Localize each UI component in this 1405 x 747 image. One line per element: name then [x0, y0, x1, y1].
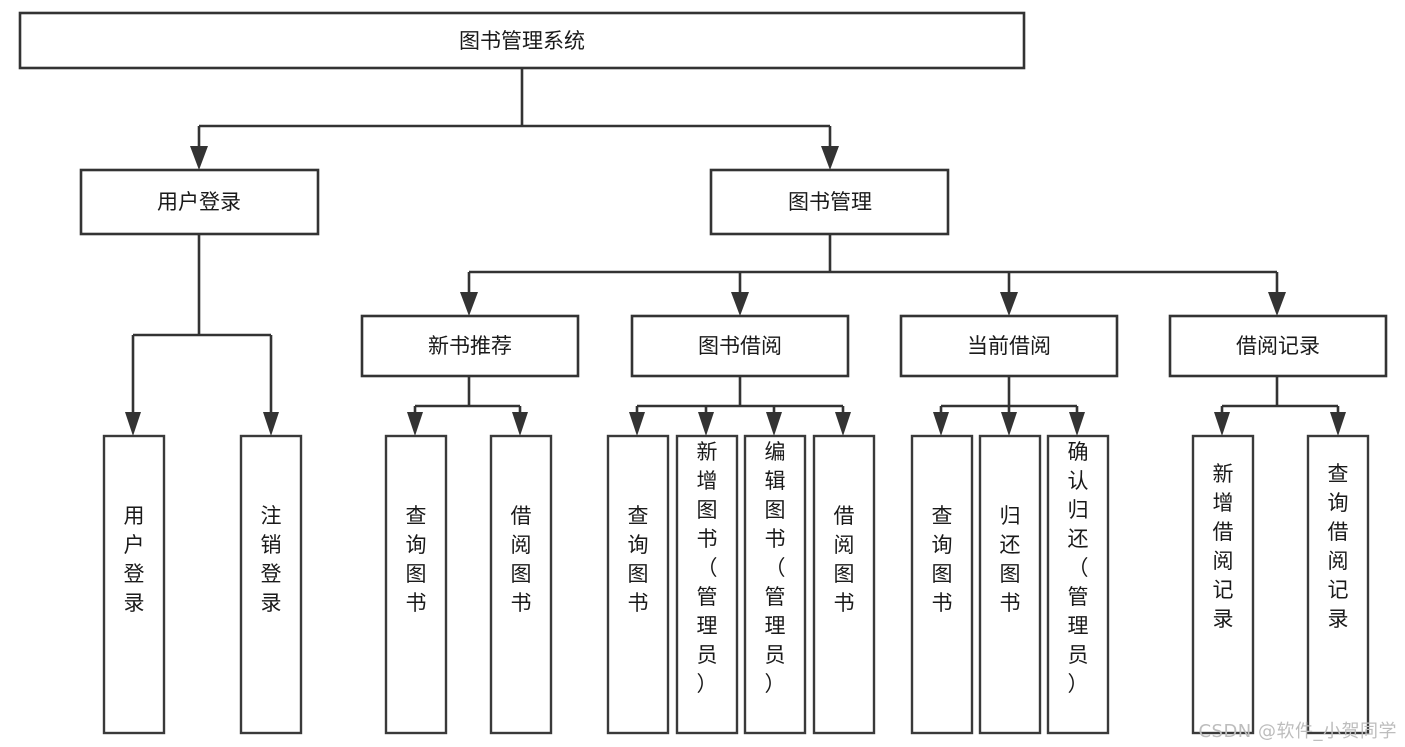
arrowhead-leaf-query-book-3 [933, 412, 949, 436]
leaf-query-book-2-box[interactable] [606, 434, 670, 735]
arrowhead-new-book-recommend [460, 292, 478, 316]
node-current-borrow-box[interactable] [899, 314, 1119, 378]
node-borrow-record-box[interactable] [1168, 314, 1388, 378]
csdn-watermark: CSDN @软件_小贺同学 [1198, 721, 1397, 742]
arrowhead-book-borrow [731, 292, 749, 316]
leaf-query-book-2[interactable]: 查询图书 [606, 434, 670, 735]
leaf-user-login-box[interactable] [102, 434, 166, 735]
node-root-box[interactable] [18, 11, 1026, 70]
leaf-add-book-box[interactable] [675, 434, 739, 735]
node-book-borrow[interactable]: 图书借阅 [630, 314, 850, 378]
node-book-borrow-label: 图书借阅 [698, 334, 782, 358]
leaf-query-record-label: 查询借阅记录 [1328, 462, 1349, 631]
connectors-new-book-recommend [407, 376, 528, 436]
arrowhead-leaf-query-book-2 [629, 412, 645, 436]
arrowhead-leaf-confirm-return [1069, 412, 1085, 436]
leaf-edit-book[interactable]: 编辑图书（管理员） [743, 434, 807, 735]
connectors-current-borrow [933, 376, 1085, 436]
leaf-borrow-book-1-box[interactable] [489, 434, 553, 735]
leaf-confirm-return-box[interactable] [1046, 434, 1110, 735]
node-borrow-record[interactable]: 借阅记录 [1168, 314, 1388, 378]
leaf-logout-login[interactable]: 注销登录 [239, 434, 303, 735]
leaf-borrow-book-2[interactable]: 借阅图书 [812, 434, 876, 735]
leaf-return-book-box[interactable] [978, 434, 1042, 735]
node-root-label: 图书管理系统 [459, 29, 585, 53]
arrowhead-user-login [190, 146, 208, 170]
arrowhead-leaf-return-book [1001, 412, 1017, 436]
leaf-borrow-book-2-label: 借阅图书 [834, 504, 855, 615]
node-new-book-recommend-label: 新书推荐 [428, 334, 512, 358]
node-new-book-recommend-box[interactable] [360, 314, 580, 378]
leaf-edit-book-box[interactable] [743, 434, 807, 735]
node-user-login[interactable]: 用户登录 [79, 168, 320, 236]
connectors-user-login [125, 234, 279, 436]
leaf-add-book[interactable]: 新增图书（管理员） [675, 434, 739, 735]
node-new-book-recommend[interactable]: 新书推荐 [360, 314, 580, 378]
connectors-root [190, 68, 839, 170]
arrowhead-book-management [821, 146, 839, 170]
arrowhead-current-borrow [1000, 292, 1018, 316]
leaf-query-book-2-label: 查询图书 [628, 504, 649, 615]
leaf-add-record[interactable]: 新增借阅记录 [1191, 434, 1255, 735]
leaf-return-book-label: 归还图书 [1000, 504, 1021, 615]
node-borrow-record-label: 借阅记录 [1236, 334, 1320, 358]
leaf-borrow-book-1-label: 借阅图书 [511, 504, 532, 615]
arrowhead-borrow-record [1268, 292, 1286, 316]
leaf-return-book[interactable]: 归还图书 [978, 434, 1042, 735]
node-book-management-label: 图书管理 [788, 190, 872, 214]
node-book-borrow-box[interactable] [630, 314, 850, 378]
arrowhead-leaf-logout-login [263, 412, 279, 436]
arrowhead-leaf-add-book [698, 412, 714, 436]
leaf-confirm-return-label: 确认归还（管理员） [1068, 440, 1089, 696]
connectors-book-borrow [629, 376, 851, 436]
leaf-add-record-label: 新增借阅记录 [1213, 462, 1234, 631]
arrowhead-leaf-query-book-1 [407, 412, 423, 436]
node-user-login-label: 用户登录 [157, 190, 241, 214]
leaf-query-book-1-label: 查询图书 [406, 504, 427, 615]
leaf-query-book-3-label: 查询图书 [932, 504, 953, 615]
node-user-login-box[interactable] [79, 168, 320, 236]
arrowhead-leaf-borrow-book-2 [835, 412, 851, 436]
node-current-borrow[interactable]: 当前借阅 [899, 314, 1119, 378]
leaf-query-book-1-box[interactable] [384, 434, 448, 735]
leaf-logout-login-box[interactable] [239, 434, 303, 735]
leaf-confirm-return[interactable]: 确认归还（管理员） [1046, 434, 1110, 735]
node-current-borrow-label: 当前借阅 [967, 334, 1051, 358]
connectors-book-management [460, 234, 1286, 316]
arrowhead-leaf-borrow-book-1 [512, 412, 528, 436]
arrowhead-leaf-edit-book [766, 412, 782, 436]
leaf-borrow-book-2-box[interactable] [812, 434, 876, 735]
leaf-user-login[interactable]: 用户登录 [102, 434, 166, 735]
leaf-query-book-1[interactable]: 查询图书 [384, 434, 448, 735]
leaf-add-book-label: 新增图书（管理员） [697, 440, 718, 696]
leaf-edit-book-label: 编辑图书（管理员） [765, 440, 786, 696]
arrowhead-leaf-query-record [1330, 412, 1346, 436]
leaf-borrow-book-1[interactable]: 借阅图书 [489, 434, 553, 735]
node-root[interactable]: 图书管理系统 [18, 11, 1026, 70]
leaf-query-record-box[interactable] [1306, 434, 1370, 735]
leaf-query-record[interactable]: 查询借阅记录 [1306, 434, 1370, 735]
arrowhead-leaf-add-record [1214, 412, 1230, 436]
leaf-add-record-box[interactable] [1191, 434, 1255, 735]
node-book-management[interactable]: 图书管理 [709, 168, 950, 236]
leaf-query-book-3-box[interactable] [910, 434, 974, 735]
node-book-management-box[interactable] [709, 168, 950, 236]
leaf-query-book-3[interactable]: 查询图书 [910, 434, 974, 735]
connectors-borrow-record [1214, 376, 1346, 436]
leaf-logout-login-label: 注销登录 [261, 504, 282, 615]
arrowhead-leaf-user-login [125, 412, 141, 436]
leaf-user-login-label: 用户登录 [124, 504, 145, 615]
